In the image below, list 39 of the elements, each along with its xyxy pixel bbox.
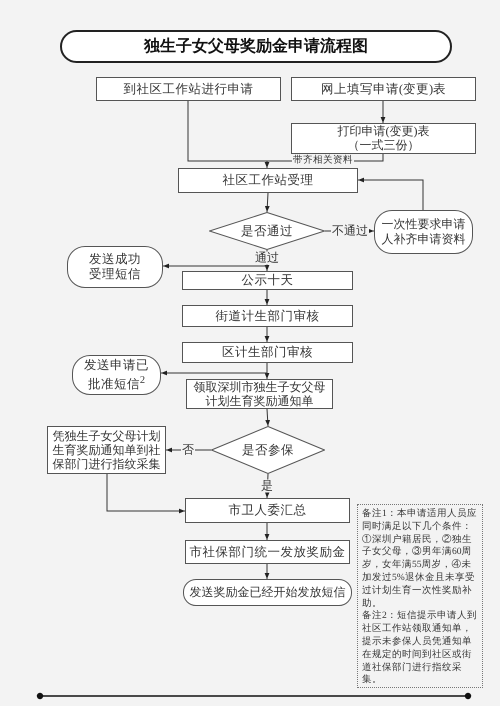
decision-diamond: 是否参保: [211, 426, 325, 474]
process-box: 打印申请(变更)表（一式三份）: [291, 123, 476, 154]
arrow: [358, 178, 424, 210]
arrow: [106, 474, 186, 514]
process-box: 网上填写申请(变更)表: [291, 77, 476, 101]
note-text: 备注2：短信提示申请人到社区工作站领取通知单，提示未参保人员凭通知单在规定的时间到社区或街道社保部门进行指纹采集。: [362, 610, 478, 688]
decision-diamond: 是否通过: [209, 212, 325, 250]
arrow: [160, 370, 268, 376]
rounded-box: 一次性要求申请人补齐申请资料: [374, 210, 473, 254]
process-box: 街道计生部门审核: [182, 305, 353, 327]
rounded-box: 发送成功受理短信: [67, 246, 163, 288]
process-box: 领取深圳市独生子女父母计划生育奖励通知单: [186, 379, 333, 409]
process-box: 凭独生子女父母计划生育奖励通知单到社保部门进行指纹采集: [47, 426, 166, 474]
rounded-box: 发送申请已批准短信$^{2}$: [72, 355, 161, 395]
arrow: [162, 264, 268, 268]
arrow: [264, 290, 270, 306]
arrow: [264, 326, 270, 342]
arrow: [264, 372, 270, 380]
arrow: [264, 522, 270, 540]
arrow: [264, 192, 270, 212]
edge-label: 否: [181, 444, 195, 456]
edge-label: 不通过: [331, 224, 369, 238]
process-box: 公示十天: [182, 271, 353, 290]
process-box: 市卫人委汇总: [185, 498, 350, 523]
note-box: [357, 504, 483, 688]
rounded-box: 发送奖励金已经开始发放短信: [183, 579, 352, 606]
process-box: 区计生部门审核: [182, 342, 353, 363]
note-text: 备注1：本申请适用人员应同时满足以下几个条件：①深圳户籍居民，②独生子女父母，③男年满60周岁，女年满55周岁，④未加发过5%退休金且未享受过计划生育一次性奖励补助。: [362, 508, 478, 610]
process-box: 市社保部门统一发放奖励金: [185, 540, 350, 564]
arrow: [264, 265, 270, 272]
arrow: [264, 564, 270, 580]
process-box: 社区工作站受理: [178, 168, 358, 193]
process-box: 到社区工作站进行申请: [96, 77, 281, 101]
arrow: [265, 408, 270, 426]
edge-label: 通过: [254, 252, 280, 264]
arrow: [380, 100, 386, 124]
edge-label: 是: [260, 480, 274, 492]
title-banner: 独生子女父母奖励金申请流程图: [60, 30, 452, 63]
connector-line: [266, 362, 268, 374]
